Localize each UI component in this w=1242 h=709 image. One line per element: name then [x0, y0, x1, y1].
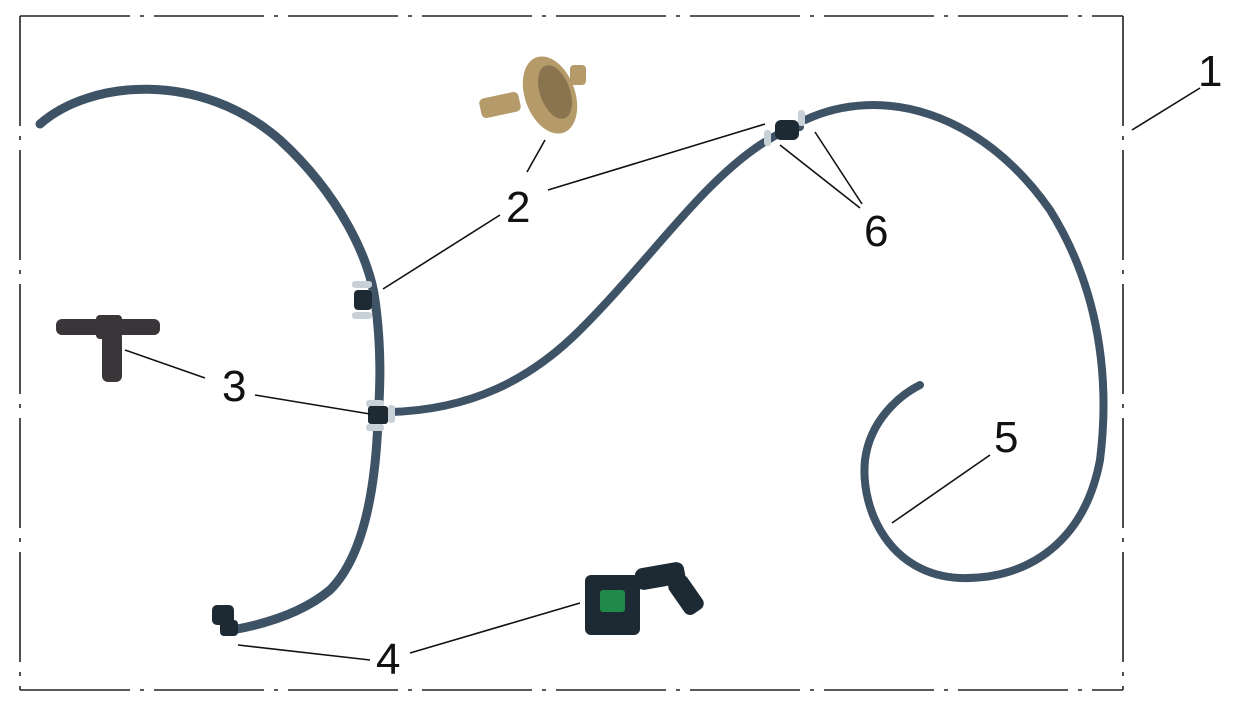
clamps: [352, 110, 805, 431]
quick-connector-icon: [585, 562, 704, 635]
hose-end-connector: [212, 605, 238, 636]
tee-fitting-icon: [56, 315, 160, 382]
hose-clamp-icon: [366, 400, 395, 431]
hose-assembly: [35, 84, 1108, 635]
hose-main-left: [35, 84, 385, 635]
callout-labels: 1 2 3 4 5 6: [222, 47, 1222, 684]
callout-6: 6: [864, 207, 888, 256]
hose-right-loop: [801, 101, 1108, 583]
hose-branch: [386, 123, 804, 416]
filter-icon: [479, 56, 586, 134]
frame-border: [19, 15, 1124, 691]
leader-lines: [124, 87, 1201, 661]
hose-clamp-icon: [764, 110, 805, 146]
callout-4: 4: [376, 635, 400, 684]
callout-2: 2: [506, 183, 530, 232]
callout-5: 5: [994, 413, 1018, 462]
callout-1: 1: [1198, 47, 1222, 96]
inline-filters: [354, 120, 799, 424]
hose-clamp-icon: [352, 281, 372, 319]
callout-3: 3: [222, 362, 246, 411]
